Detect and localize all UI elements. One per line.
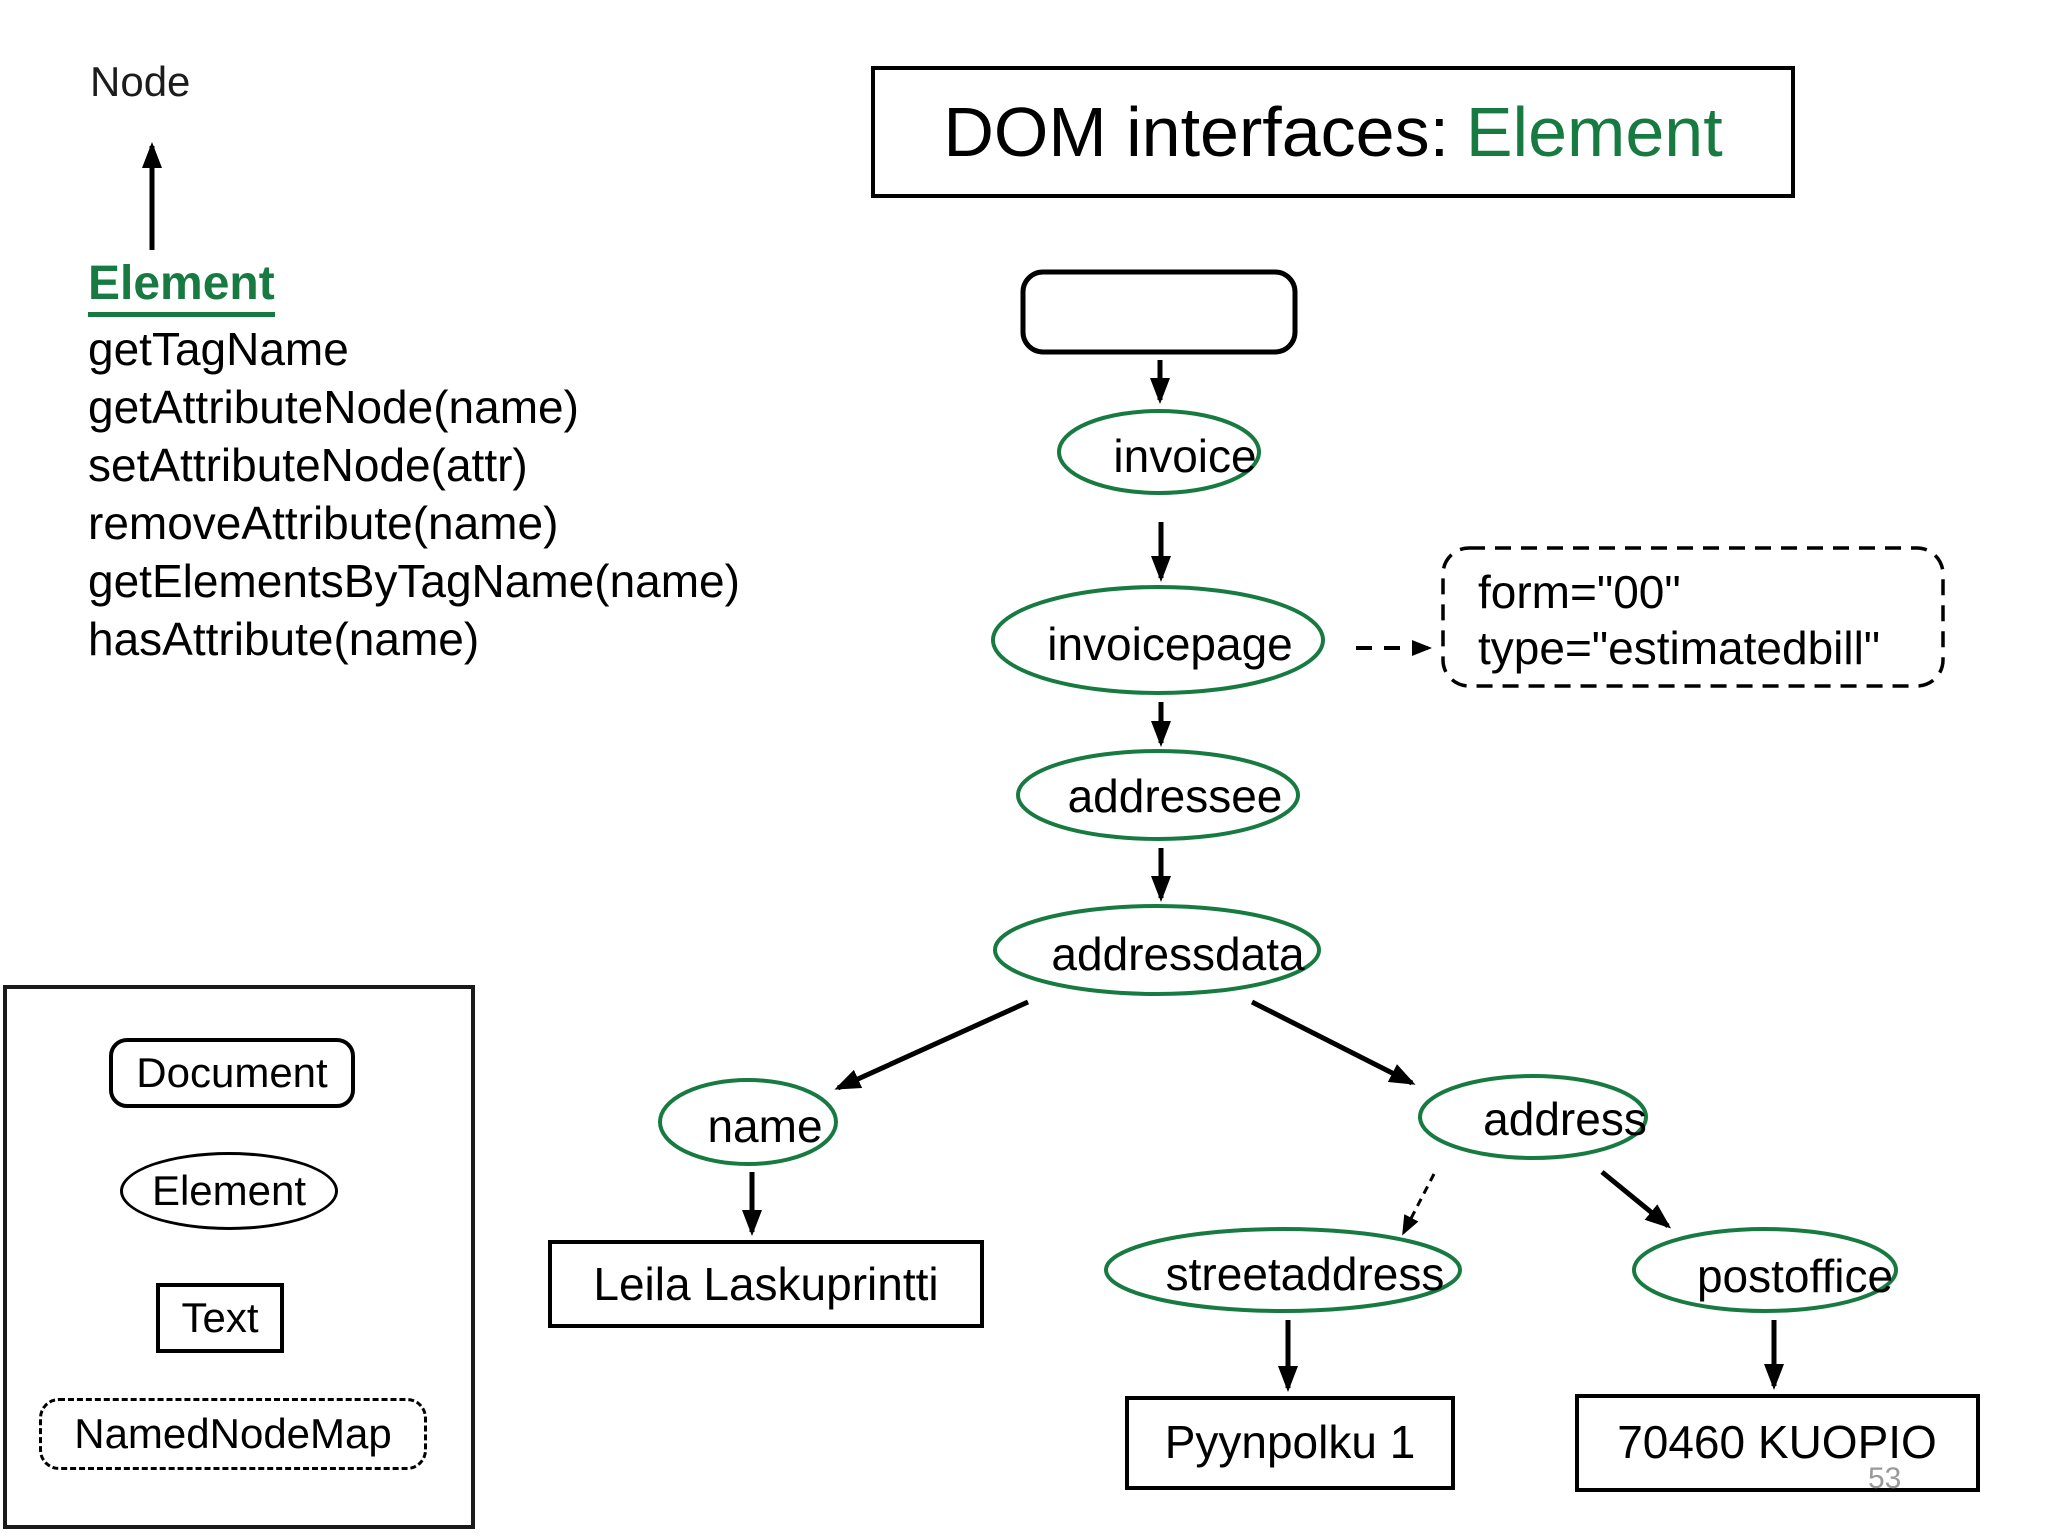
- postoffice-text-value: 70460 KUOPIO: [1617, 1416, 1937, 1468]
- legend-document-label: Document: [136, 1049, 328, 1096]
- streetaddress-node: [1104, 1227, 1462, 1313]
- legend-element-label: Element: [151, 1167, 307, 1214]
- postoffice-label: postoffice: [1697, 1250, 1893, 1302]
- legend-text-shape: Text: [156, 1283, 284, 1353]
- name-text-value: Leila Laskuprintti: [593, 1258, 938, 1310]
- streetaddress-label: streetaddress: [1166, 1248, 1445, 1300]
- edge-address-streetaddress: [1402, 1173, 1436, 1236]
- legend-element-shape: Element: [120, 1152, 338, 1230]
- method-item: getElementsByTagName(name): [88, 555, 740, 607]
- invoicepage-node: [991, 585, 1325, 695]
- method-item: setAttributeNode(attr): [88, 439, 528, 491]
- invoice-node: [1057, 409, 1261, 495]
- attribute-form: form="00": [1478, 566, 1681, 618]
- edge-addressdata-address: [1250, 999, 1416, 1086]
- attributes-box: [1441, 546, 1945, 688]
- legend-text-label: Text: [181, 1294, 259, 1341]
- invoicepage-label: invoicepage: [1047, 618, 1293, 670]
- addressee-label: addressee: [1068, 770, 1283, 822]
- edge-address-postoffice: [1600, 1170, 1672, 1229]
- name-node: [658, 1078, 838, 1166]
- postoffice-node: [1632, 1227, 1898, 1313]
- address-node: [1418, 1074, 1648, 1160]
- name-label: name: [707, 1100, 822, 1152]
- name-text-node: [548, 1240, 984, 1328]
- postoffice-text-node: [1575, 1394, 1980, 1492]
- method-item: hasAttribute(name): [88, 613, 480, 665]
- method-item: getAttributeNode(name): [88, 381, 579, 433]
- invoice-label: invoice: [1113, 430, 1256, 482]
- edge-addressdata-name: [834, 999, 1030, 1091]
- addressdata-label: addressdata: [1051, 928, 1305, 980]
- slide-title: DOM interfaces: Element: [871, 66, 1795, 198]
- attribute-type: type="estimatedbill": [1478, 622, 1880, 674]
- slide-title-prefix: DOM interfaces:: [943, 93, 1450, 171]
- addressee-node: [1016, 749, 1300, 841]
- node-interface-label: Node: [90, 58, 191, 105]
- streetaddress-text-value: Pyynpolku 1: [1165, 1416, 1416, 1468]
- legend-namednodemap-shape: NamedNodeMap: [39, 1398, 427, 1470]
- legend-document-shape: Document: [109, 1038, 355, 1108]
- address-label: address: [1483, 1093, 1647, 1145]
- slide-title-highlight: Element: [1465, 93, 1723, 171]
- streetaddress-text-node: [1125, 1396, 1455, 1490]
- addressdata-node: [993, 904, 1321, 996]
- legend-namednodemap-label: NamedNodeMap: [74, 1410, 392, 1457]
- document-node: [1020, 269, 1298, 355]
- element-method-list: getTagName getAttributeNode(name) setAtt…: [88, 320, 740, 668]
- method-item: removeAttribute(name): [88, 497, 559, 549]
- element-interface-heading: Element: [88, 256, 275, 317]
- page-number: 53: [1868, 1462, 1901, 1495]
- method-item: getTagName: [88, 323, 349, 375]
